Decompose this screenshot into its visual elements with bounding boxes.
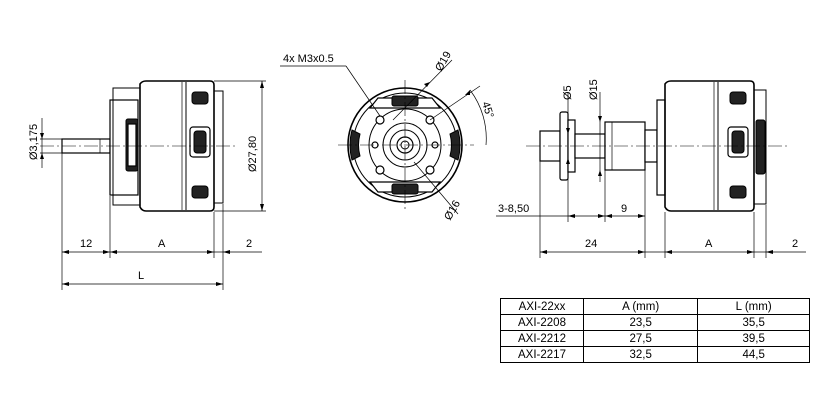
table-header-row: AXI-22xx A (mm) L (mm): [500, 298, 810, 315]
large-diameter-label: Ø15: [588, 79, 600, 100]
table-header-cell: A (mm): [582, 298, 699, 315]
side-view-motor: [61, 80, 224, 212]
dim-adapter-a-label: A: [705, 238, 713, 250]
dim-total-label: L: [138, 270, 144, 282]
table-cell: 35,5: [697, 314, 810, 331]
table-cell: AXI-2212: [500, 330, 584, 347]
front-view-annotations: 4x M3x0.5 Ø19 Ø16 45°: [280, 49, 496, 223]
dim-range-label: 3-8,50: [498, 203, 529, 215]
motor-spec-table: AXI-22xx A (mm) L (mm) AXI-2208 23,5 35,…: [500, 298, 810, 363]
screw-callout-label: 4x M3x0.5: [283, 53, 334, 65]
table-cell: AXI-2217: [500, 346, 584, 363]
table-cell: 23,5: [582, 314, 699, 331]
dim-adapter-end-label: 2: [792, 238, 798, 250]
shaft-diameter-dimension: Ø3,175: [28, 118, 62, 168]
small-diameter-label: Ø5: [562, 85, 574, 100]
table-cell: 27,5: [582, 330, 699, 347]
adapter-diameter-dimensions: Ø5 Ø15: [562, 79, 602, 182]
inner-diameter-label: Ø16: [442, 198, 463, 222]
table-cell: 32,5: [582, 346, 699, 363]
body-diameter-label: Ø27,80: [247, 136, 259, 172]
angle-label: 45°: [479, 100, 496, 120]
dim-shaft-length-label: 12: [80, 238, 92, 250]
table-cell: 44,5: [697, 346, 810, 363]
dim-a-label: A: [158, 238, 166, 250]
shaft-diameter-label: Ø3,175: [28, 124, 40, 160]
table-row: AXI-2208 23,5 35,5: [500, 314, 810, 331]
table-cell: AXI-2208: [500, 314, 584, 331]
table-cell: 39,5: [697, 330, 810, 347]
table-header-cell: AXI-22xx: [500, 298, 584, 315]
body-diameter-dimension: Ø27,80: [214, 80, 266, 212]
adapter-length-dimensions: 3-8,50 9 24 A 2: [496, 161, 806, 258]
table-header-cell: L (mm): [697, 298, 810, 315]
side-view-length-dimensions: 12 A 2 L: [61, 153, 262, 290]
dim-adapter-total-label: 24: [585, 238, 597, 250]
dim-nine-label: 9: [621, 203, 627, 215]
table-row: AXI-2212 27,5 39,5: [500, 330, 810, 347]
dim-end-label: 2: [246, 238, 252, 250]
table-row: AXI-2217 32,5 44,5: [500, 346, 810, 363]
